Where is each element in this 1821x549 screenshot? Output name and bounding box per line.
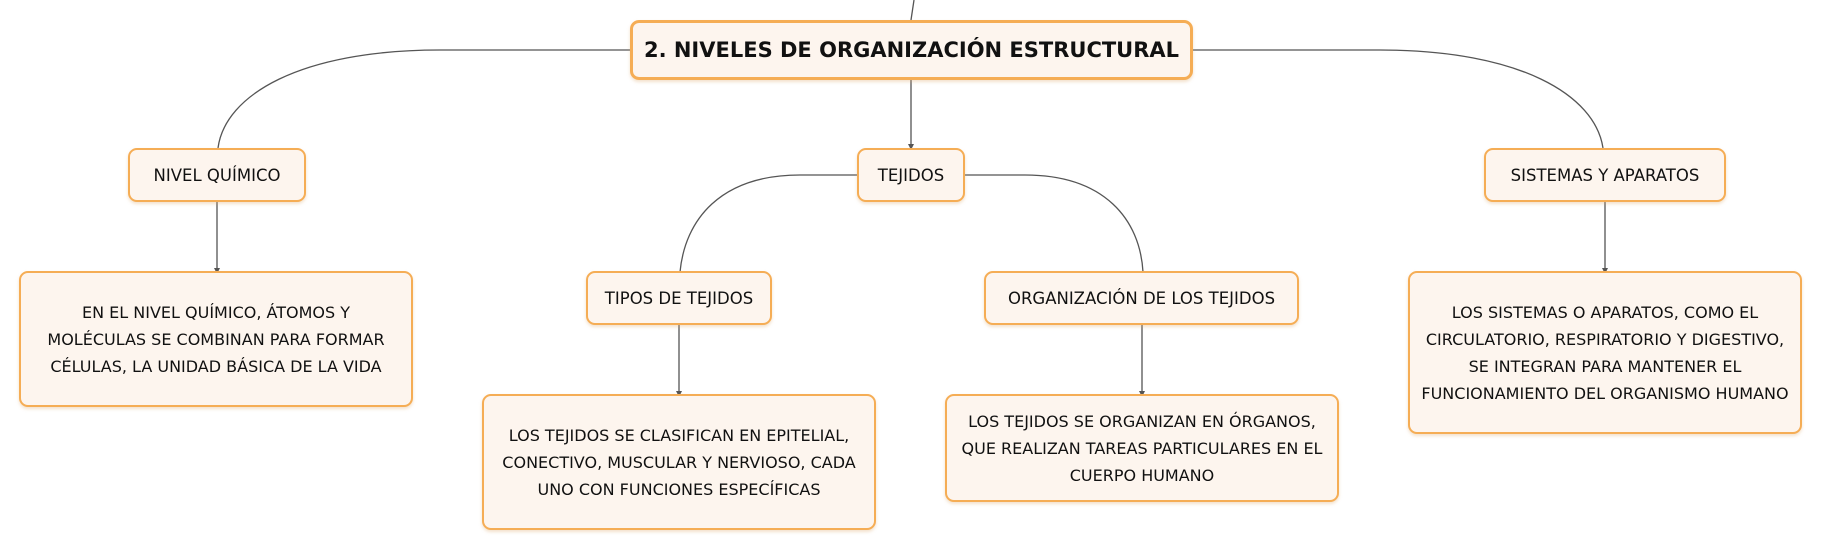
sistemas-description-text: LOS SISTEMAS O APARATOS, COMO EL CIRCULA… bbox=[1421, 302, 1789, 403]
nivel-quimico-description-text: EN EL NIVEL QUÍMICO, ÁTOMOS Y MOLÉCULAS … bbox=[47, 302, 385, 376]
tipos-description-text: LOS TEJIDOS SE CLASIFICAN EN EPITELIAL, … bbox=[502, 425, 856, 499]
root-node-label: 2. NIVELES DE ORGANIZACIÓN ESTRUCTURAL bbox=[643, 37, 1180, 62]
node-organizacion-label: ORGANIZACIÓN DE LOS TEJIDOS bbox=[1007, 288, 1276, 308]
node-tejidos[interactable]: TEJIDOS bbox=[857, 148, 965, 202]
node-sistemas-description[interactable]: LOS SISTEMAS O APARATOS, COMO EL CIRCULA… bbox=[1408, 271, 1802, 434]
connector-root-to-nivel-quimico bbox=[217, 49, 632, 149]
node-tipos-de-tejidos[interactable]: TIPOS DE TEJIDOS bbox=[586, 271, 772, 325]
connector-root-to-sistemas bbox=[1192, 49, 1604, 149]
connector-tejidos-to-organizacion bbox=[964, 174, 1144, 273]
arrowhead-tejidos bbox=[908, 144, 914, 150]
node-tipos-description[interactable]: LOS TEJIDOS SE CLASIFICAN EN EPITELIAL, … bbox=[482, 394, 876, 530]
node-tipos-label: TIPOS DE TEJIDOS bbox=[604, 288, 754, 308]
connector-tejidos-to-tipos bbox=[679, 174, 858, 273]
node-organizacion-description[interactable]: LOS TEJIDOS SE ORGANIZAN EN ÓRGANOS, QUE… bbox=[945, 394, 1339, 502]
node-sistemas-y-aparatos[interactable]: SISTEMAS Y APARATOS bbox=[1484, 148, 1726, 202]
connector-parent-to-root bbox=[910, 0, 915, 21]
node-nivel-quimico-label: NIVEL QUÍMICO bbox=[153, 165, 281, 185]
node-nivel-quimico-description[interactable]: EN EL NIVEL QUÍMICO, ÁTOMOS Y MOLÉCULAS … bbox=[19, 271, 413, 407]
organizacion-description-text: LOS TEJIDOS SE ORGANIZAN EN ÓRGANOS, QUE… bbox=[961, 411, 1323, 485]
node-nivel-quimico[interactable]: NIVEL QUÍMICO bbox=[128, 148, 306, 202]
node-sistemas-label: SISTEMAS Y APARATOS bbox=[1510, 165, 1700, 185]
node-tejidos-label: TEJIDOS bbox=[877, 165, 945, 185]
root-node[interactable]: 2. NIVELES DE ORGANIZACIÓN ESTRUCTURAL bbox=[630, 20, 1193, 80]
node-organizacion-de-los-tejidos[interactable]: ORGANIZACIÓN DE LOS TEJIDOS bbox=[984, 271, 1299, 325]
